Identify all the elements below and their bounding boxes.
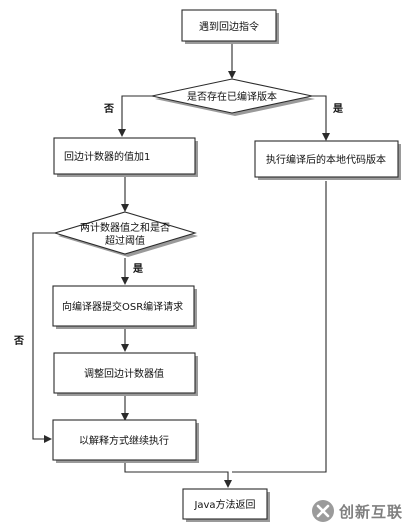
node-end-label: Java方法返回 [193,498,255,511]
node-interpret: 以解释方式继续执行 [52,419,199,463]
arrow-head [121,204,129,212]
node-interpret-label: 以解释方式继续执行 [79,434,169,447]
label-compiled-yes: 是 [332,103,343,115]
node-start-label: 遇到回边指令 [199,20,259,33]
label-threshold-yes: 是 [132,263,143,275]
decision-compiled: 是否存在已编译版本 [151,78,315,116]
decision-threshold-line1: 两计数器值之和是否 [80,221,170,234]
arrow-head [228,71,236,79]
node-submit-osr: 向编译器提交OSR编译请求 [52,285,197,329]
node-increment-counter: 回边计数器的值加1 [53,137,198,177]
watermark-text: 创新互联 [338,502,403,521]
node-increment-label: 回边计数器的值加1 [64,150,150,163]
label-threshold-no: 否 [13,335,24,347]
arrow-head [322,133,330,141]
node-end: Java方法返回 [182,488,270,522]
decision-threshold-line2: 超过阈值 [105,234,145,247]
node-execute-native-label: 执行编译后的本地代码版本 [266,153,386,166]
node-submit-osr-label: 向编译器提交OSR编译请求 [62,300,183,313]
label-compiled-no: 否 [103,103,114,115]
watermark: 创新互联 [311,499,403,523]
node-start: 遇到回边指令 [181,9,279,44]
node-adjust-label: 调整回边计数器值 [84,367,164,380]
edge-native-to-end [232,181,327,473]
arrow-head [44,435,52,443]
node-adjust-counter: 调整回边计数器值 [53,352,198,396]
arrow-head [121,413,129,421]
decision-compiled-label: 是否存在已编译版本 [187,90,277,103]
arrow-head [121,344,129,352]
logo-x-icon [311,500,334,522]
decision-threshold: 两计数器值之和是否 超过阈值 [53,211,198,257]
node-execute-native: 执行编译后的本地代码版本 [254,140,401,180]
edge-threshold-no [32,232,55,440]
edge-interpret-to-end [124,462,229,484]
arrow-head [118,129,126,137]
edge-compiled-yes [312,95,327,138]
edge-compiled-no [121,95,152,134]
arrow-head [224,480,232,488]
arrow-head [121,277,129,285]
